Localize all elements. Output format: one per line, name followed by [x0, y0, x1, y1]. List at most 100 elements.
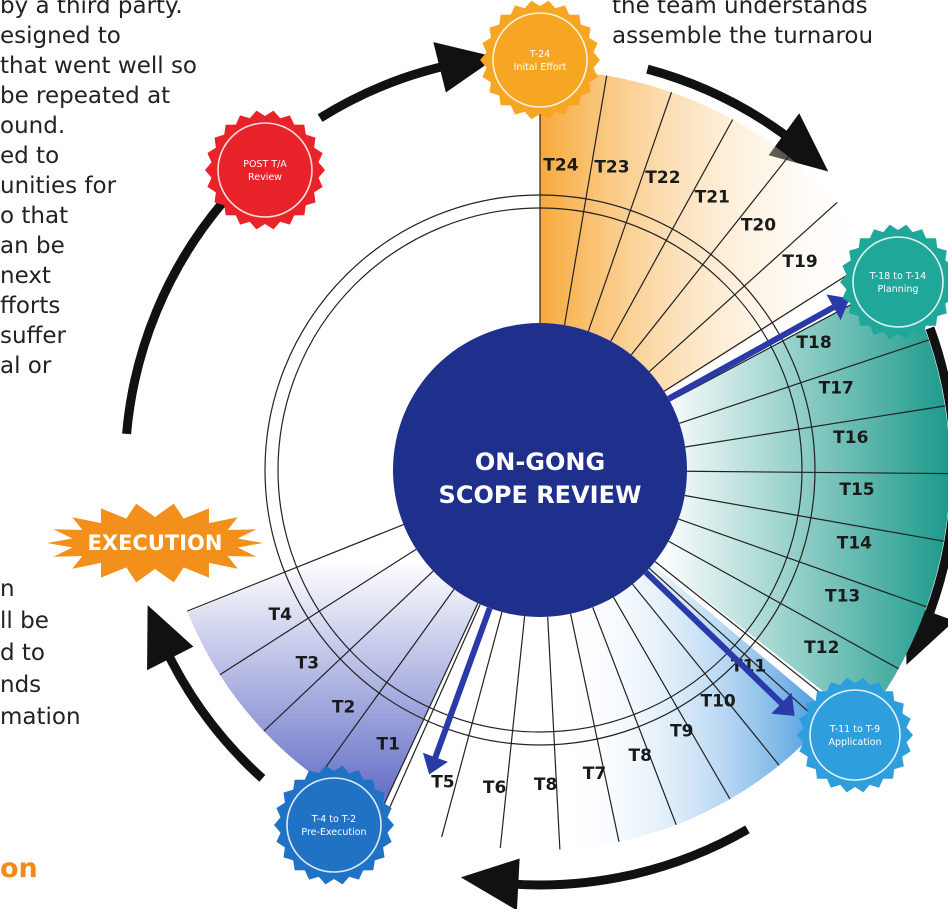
- inner-ring-outer: [264, 194, 816, 746]
- left-text-line: suffer: [0, 323, 67, 349]
- top-right-text-line: the team understands: [612, 0, 868, 19]
- arrow-to-application-shaft: [643, 569, 787, 709]
- segment-divider: [668, 540, 899, 670]
- arc-planning-to-application: [920, 326, 948, 628]
- left-text-line: al or: [0, 353, 52, 379]
- segment-label: T15: [839, 480, 874, 500]
- arrowhead-preexec: [460, 858, 520, 911]
- segment-divider: [547, 616, 561, 850]
- badge-post-review-line1: POST T/A: [243, 159, 287, 170]
- badge-initial-effort-ring: [492, 12, 588, 108]
- arc-execution-to-review: [122, 200, 226, 435]
- timeline-segments: [186, 70, 948, 850]
- segment-label: T6: [483, 778, 506, 798]
- badge-post-review-line2: Review: [248, 172, 282, 183]
- segment-label: T13: [825, 587, 860, 607]
- segment-label: T17: [819, 378, 854, 398]
- arrowhead-execution: [147, 605, 194, 671]
- arrow-to-preexec-shaft: [431, 607, 493, 763]
- left-text-line: d to: [0, 640, 46, 666]
- segment-label: T18: [796, 333, 831, 353]
- arrow-to-application-head: [771, 692, 795, 716]
- segment-divider: [592, 607, 677, 825]
- center-circle: [393, 323, 687, 617]
- segment-label: T14: [837, 533, 872, 553]
- segment-label: T22: [645, 168, 680, 188]
- badge-application-line2: Application: [828, 737, 881, 748]
- segment-divider: [679, 339, 930, 424]
- arrow-to-planning-shaft: [667, 302, 839, 402]
- segment-label: T24: [543, 156, 578, 176]
- segment-divider: [632, 583, 780, 766]
- segment-divider: [610, 119, 734, 342]
- arrow-to-planning-head: [826, 294, 850, 321]
- center-label-line2: SCOPE REVIEW: [439, 481, 642, 509]
- segment-divider: [263, 570, 434, 732]
- segment-divider: [569, 613, 620, 842]
- segment-divider: [648, 567, 823, 725]
- badge-application-seal: [797, 677, 913, 793]
- orange-wedge: [540, 70, 880, 393]
- badge-post-review-seal: [205, 110, 325, 230]
- arc-initial-to-planning: [646, 64, 799, 147]
- left-text-line: next: [0, 263, 51, 289]
- segment-label: T3: [296, 654, 319, 674]
- arc-application-to-preexec: [503, 825, 750, 890]
- segment-label: T4: [268, 605, 292, 625]
- segment-label: T8: [534, 775, 557, 795]
- arc-preexec-to-execution: [159, 643, 266, 782]
- teal-wedge: [655, 277, 948, 723]
- badge-initial-effort-seal: [480, 0, 600, 120]
- left-text-line: esigned to: [0, 23, 121, 49]
- arrowhead-initial: [433, 42, 497, 93]
- segment-label: T16: [833, 428, 868, 448]
- phase-arrows: [422, 294, 850, 775]
- segment-divider: [384, 604, 481, 818]
- segment-divider: [648, 201, 838, 373]
- segment-label: T20: [741, 216, 776, 236]
- badge-post-review: POST T/A Review: [205, 110, 325, 230]
- segment-divider: [587, 92, 673, 332]
- badge-pre-execution-line1: T-4 to T-2: [311, 814, 356, 825]
- left-text-line: an be: [0, 233, 65, 259]
- badge-planning-line1: T-18 to T-14: [869, 271, 926, 282]
- segment-divider: [630, 156, 789, 356]
- segment-divider: [378, 602, 479, 815]
- segment-divider: [612, 597, 731, 800]
- left-text-line: n: [0, 576, 15, 602]
- segment-divider: [441, 611, 503, 838]
- segment-divider: [685, 405, 946, 448]
- segment-divider: [684, 494, 944, 542]
- segment-label: T8: [629, 746, 652, 766]
- segment-divider: [317, 588, 455, 779]
- left-text-line: nds: [0, 672, 42, 698]
- execution-burst: [47, 503, 263, 583]
- execution-label: EXECUTION: [88, 531, 223, 555]
- segment-label: T12: [804, 638, 839, 658]
- left-text-line: ed to: [0, 143, 60, 169]
- segment-divider: [663, 255, 879, 392]
- segment-label: T2: [332, 697, 355, 717]
- left-text-line: be repeated at: [0, 83, 171, 109]
- segment-label: T23: [594, 158, 629, 178]
- badge-initial-effort-line1: T-24: [529, 49, 550, 60]
- top-right-text-line: assemble the turnarou: [612, 23, 874, 49]
- badge-planning-seal: [840, 224, 948, 340]
- segment-label: T19: [782, 252, 817, 272]
- badge-initial-effort-line2: Inital Effort: [514, 62, 567, 73]
- badge-application-line1: T-11 to T-9: [829, 724, 880, 735]
- left-text-line: fforts: [0, 293, 61, 319]
- arrow-to-preexec-head: [422, 752, 448, 775]
- segment-divider: [563, 75, 608, 326]
- badge-post-review-ring: [217, 122, 313, 218]
- left-text-line: mation: [0, 704, 81, 730]
- segment-label: T7: [583, 764, 606, 784]
- segment-divider: [686, 470, 948, 475]
